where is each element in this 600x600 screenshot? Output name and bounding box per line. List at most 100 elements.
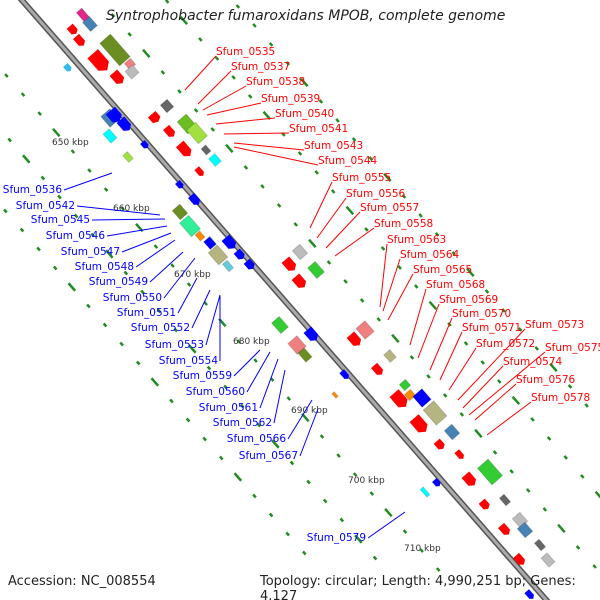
reverse-gene-label[interactable]: Sfum_0546 xyxy=(46,230,106,242)
gene-block[interactable] xyxy=(540,552,556,568)
gene-arrow[interactable] xyxy=(433,438,447,452)
gene-block[interactable] xyxy=(81,15,99,33)
gene-arrow[interactable] xyxy=(66,23,80,37)
reverse-gene-label[interactable]: Sfum_0547 xyxy=(61,246,120,258)
forward-gene-label[interactable]: Sfum_0557 xyxy=(360,202,419,214)
forward-gene-label[interactable]: Sfum_0565 xyxy=(413,264,472,276)
gene-block[interactable] xyxy=(306,260,326,280)
gene-arrow[interactable] xyxy=(303,326,321,343)
gene-block[interactable] xyxy=(270,315,290,335)
gene-block[interactable] xyxy=(207,152,223,168)
forward-gene-label[interactable]: Sfum_0556 xyxy=(346,188,406,200)
gene-block[interactable] xyxy=(355,320,375,340)
gene-block[interactable] xyxy=(382,348,398,364)
gene-block[interactable] xyxy=(124,64,140,80)
reverse-gene-label[interactable]: Sfum_0566 xyxy=(227,433,287,445)
gene-arrow[interactable] xyxy=(221,234,239,251)
forward-gene-label[interactable]: Sfum_0578 xyxy=(531,392,590,404)
reverse-gene-label[interactable]: Sfum_0561 xyxy=(199,402,258,414)
forward-gene-label[interactable]: Sfum_0575 xyxy=(545,342,600,354)
gene-block[interactable] xyxy=(207,244,229,266)
gene-block[interactable] xyxy=(443,423,461,441)
gene-block[interactable] xyxy=(202,235,218,251)
gene-block[interactable] xyxy=(297,347,313,363)
reverse-gene-label[interactable]: Sfum_0545 xyxy=(31,214,90,226)
gene-block[interactable] xyxy=(194,230,206,242)
gene-arrow[interactable] xyxy=(233,248,247,262)
gene-block[interactable] xyxy=(221,259,235,273)
gene-arrow[interactable] xyxy=(389,389,411,410)
gene-arrow[interactable] xyxy=(140,140,150,150)
gene-arrow[interactable] xyxy=(87,49,112,75)
gene-arrow[interactable] xyxy=(109,69,127,86)
reverse-gene-label[interactable]: Sfum_0560 xyxy=(186,386,245,398)
forward-gene-label[interactable]: Sfum_0541 xyxy=(289,123,348,135)
forward-gene-label[interactable]: Sfum_0538 xyxy=(246,76,305,88)
reverse-gene-label[interactable]: Sfum_0548 xyxy=(75,261,134,273)
forward-gene-label[interactable]: Sfum_0544 xyxy=(318,155,378,167)
reverse-gene-label[interactable]: Sfum_0549 xyxy=(89,276,148,288)
forward-gene-label[interactable]: Sfum_0535 xyxy=(216,46,275,58)
gene-arrow[interactable] xyxy=(147,110,162,125)
gene-block[interactable] xyxy=(178,214,202,238)
gene-arrow[interactable] xyxy=(188,192,202,207)
gene-arrow[interactable] xyxy=(175,140,194,160)
gene-arrow[interactable] xyxy=(346,331,364,348)
gene-block[interactable] xyxy=(498,493,512,507)
forward-gene-label[interactable]: Sfum_0573 xyxy=(525,319,584,331)
gene-block[interactable] xyxy=(516,521,534,539)
gene-block[interactable] xyxy=(102,128,118,144)
gene-arrow[interactable] xyxy=(409,414,431,435)
gene-block[interactable] xyxy=(398,378,412,392)
gene-arrow[interactable] xyxy=(243,258,257,272)
reverse-gene-label[interactable]: Sfum_0536 xyxy=(3,184,63,196)
forward-gene-label[interactable]: Sfum_0568 xyxy=(426,279,485,291)
gene-block[interactable] xyxy=(533,538,547,552)
forward-gene-label[interactable]: Sfum_0540 xyxy=(275,108,334,120)
gene-block[interactable] xyxy=(185,121,209,145)
gene-arrow[interactable] xyxy=(281,256,299,273)
reverse-gene-label[interactable]: Sfum_0553 xyxy=(145,339,204,351)
gene-block[interactable] xyxy=(291,243,309,261)
gene-block[interactable] xyxy=(422,400,448,426)
gene-arrow[interactable] xyxy=(73,33,87,48)
gene-arrow[interactable] xyxy=(163,124,177,139)
gene-block[interactable] xyxy=(200,144,212,156)
forward-gene-label[interactable]: Sfum_0576 xyxy=(516,374,576,386)
reverse-gene-label[interactable]: Sfum_0550 xyxy=(103,292,162,304)
gene-arrow[interactable] xyxy=(291,273,309,290)
reverse-gene-label[interactable]: Sfum_0542 xyxy=(16,200,75,212)
reverse-gene-label[interactable]: Sfum_0552 xyxy=(131,322,190,334)
forward-gene-label[interactable]: Sfum_0564 xyxy=(400,249,460,261)
gene-arrow[interactable] xyxy=(116,116,134,133)
reverse-gene-label[interactable]: Sfum_0559 xyxy=(173,370,232,382)
gene-arrow[interactable] xyxy=(461,471,479,488)
forward-gene-label[interactable]: Sfum_0555 xyxy=(332,172,391,184)
forward-gene-label[interactable]: Sfum_0569 xyxy=(439,294,498,306)
forward-gene-label[interactable]: Sfum_0539 xyxy=(261,93,320,105)
reverse-gene-label[interactable]: Sfum_0551 xyxy=(117,307,176,319)
reverse-gene-label[interactable]: Sfum_0554 xyxy=(159,355,219,367)
gene-block[interactable] xyxy=(412,388,432,408)
gene-arrow[interactable] xyxy=(194,166,205,177)
gene-arrow[interactable] xyxy=(524,589,535,600)
forward-gene-label[interactable]: Sfum_0572 xyxy=(476,338,535,350)
forward-gene-label[interactable]: Sfum_0543 xyxy=(304,140,363,152)
gene-arrow[interactable] xyxy=(454,449,465,460)
reverse-gene-label[interactable]: Sfum_0567 xyxy=(239,450,298,462)
gene-block[interactable] xyxy=(403,388,417,402)
forward-gene-label[interactable]: Sfum_0563 xyxy=(387,234,446,246)
gene-arrow[interactable] xyxy=(498,522,512,537)
gene-block[interactable] xyxy=(419,486,431,498)
gene-arrow[interactable] xyxy=(105,106,124,125)
reverse-gene-label[interactable]: Sfum_0562 xyxy=(213,417,272,429)
gene-arrow[interactable] xyxy=(63,63,73,73)
forward-gene-label[interactable]: Sfum_0570 xyxy=(452,308,511,320)
reverse-gene-label[interactable]: Sfum_0579 xyxy=(307,532,366,544)
gene-block[interactable] xyxy=(122,150,134,164)
gene-block[interactable] xyxy=(331,391,339,399)
gene-arrow[interactable] xyxy=(513,552,527,567)
gene-arrow[interactable] xyxy=(339,369,350,380)
gene-arrow[interactable] xyxy=(175,180,185,190)
gene-arrow[interactable] xyxy=(478,498,492,512)
